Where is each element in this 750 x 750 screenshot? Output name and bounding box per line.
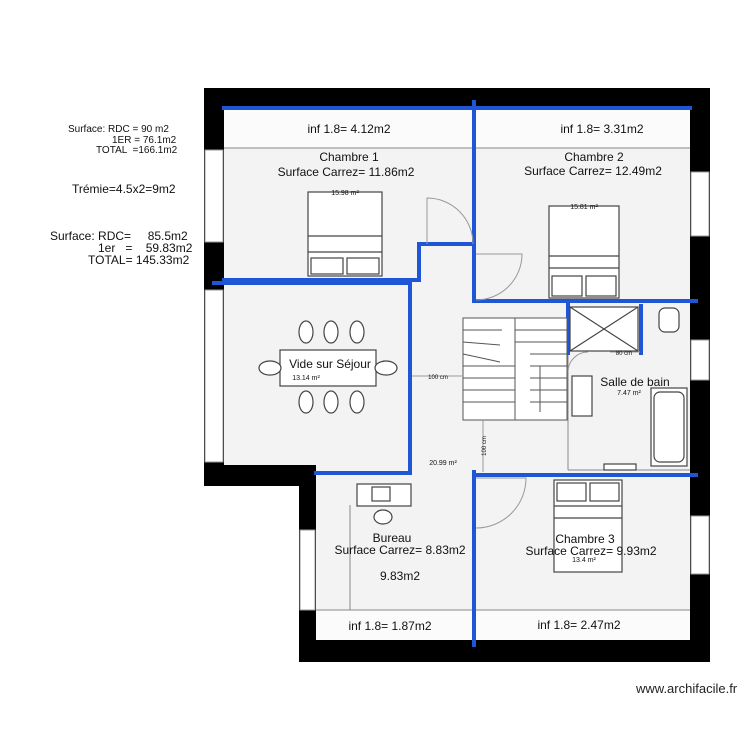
window-bureau bbox=[299, 529, 316, 611]
palier-dim-h: 100 cm bbox=[428, 375, 448, 381]
note-old-rdc: Surface: RDC = 90 m2 bbox=[68, 124, 169, 135]
window-sdb bbox=[690, 339, 710, 381]
door-bureau bbox=[475, 477, 527, 529]
door-chambre1 bbox=[426, 197, 474, 245]
desk-bureau bbox=[356, 483, 412, 525]
low-ceiling-top-left bbox=[224, 108, 474, 148]
chambre1-name: Chambre 1 bbox=[319, 150, 379, 164]
note-new-total: TOTAL= 145.33m2 bbox=[88, 253, 190, 267]
sdb-dim: 80 cm bbox=[616, 351, 632, 357]
palier-dim-v: 100 cm bbox=[482, 436, 488, 456]
bureau-extra: 9.83m2 bbox=[380, 569, 420, 583]
door-chambre2 bbox=[475, 253, 523, 301]
chambre3-name: Chambre 3 bbox=[555, 532, 615, 546]
note-old-total: TOTAL =166.1m2 bbox=[96, 145, 178, 156]
low-ceiling-bottom bbox=[316, 610, 690, 640]
chambre3-inf-label: inf 1.8= 2.47m2 bbox=[537, 618, 620, 632]
bureau-inf-label: inf 1.8= 1.87m2 bbox=[348, 619, 431, 633]
chambre2-carrez: Surface Carrez= 12.49m2 bbox=[524, 164, 662, 178]
dining-table bbox=[258, 320, 398, 414]
bureau-name: Bureau bbox=[373, 531, 412, 545]
chambre1-area: 15.98 m² bbox=[331, 190, 359, 197]
bureau-carrez: Surface Carrez= 8.83m2 bbox=[334, 543, 465, 557]
window-chambre2 bbox=[690, 171, 710, 237]
window-chambre3 bbox=[690, 515, 710, 575]
window-chambre1 bbox=[204, 149, 224, 243]
note-old-1er: 1ER = 76.1m2 bbox=[112, 135, 177, 146]
chambre1-carrez: Surface Carrez= 11.86m2 bbox=[278, 165, 415, 179]
sdb-area: 7.47 m² bbox=[617, 390, 641, 397]
vide-area: 13.14 m² bbox=[292, 375, 320, 382]
chambre3-area: 13.4 m² bbox=[572, 557, 596, 564]
bed-chambre3 bbox=[553, 479, 623, 573]
chambre2-name: Chambre 2 bbox=[564, 150, 624, 164]
door-sdb bbox=[567, 351, 589, 373]
sdb-name: Salle de bain bbox=[600, 375, 669, 389]
chambre1-inf-label: inf 1.8= 4.12m2 bbox=[307, 122, 390, 136]
staircase bbox=[462, 317, 568, 421]
bed-chambre1 bbox=[307, 191, 383, 277]
bed-chambre2 bbox=[548, 205, 620, 299]
note-new-rdc: Surface: RDC= 85.5m2 bbox=[50, 229, 188, 243]
bathroom-fixtures bbox=[569, 306, 688, 471]
chambre3-carrez: Surface Carrez= 9.93m2 bbox=[525, 544, 656, 558]
chambre2-inf-label: inf 1.8= 3.31m2 bbox=[560, 122, 643, 136]
palier-area: 20.99 m² bbox=[429, 460, 457, 467]
low-ceiling-top-right bbox=[474, 108, 690, 148]
vide-name: Vide sur Séjour bbox=[289, 357, 371, 371]
chambre2-area: 15.81 m² bbox=[570, 204, 598, 211]
credit-watermark: www.archifacile.fr bbox=[636, 681, 738, 696]
note-tremie: Trémie=4.5x2=9m2 bbox=[72, 182, 176, 196]
window-vide bbox=[204, 289, 224, 463]
note-new-1er: 1er = 59.83m2 bbox=[98, 241, 193, 255]
